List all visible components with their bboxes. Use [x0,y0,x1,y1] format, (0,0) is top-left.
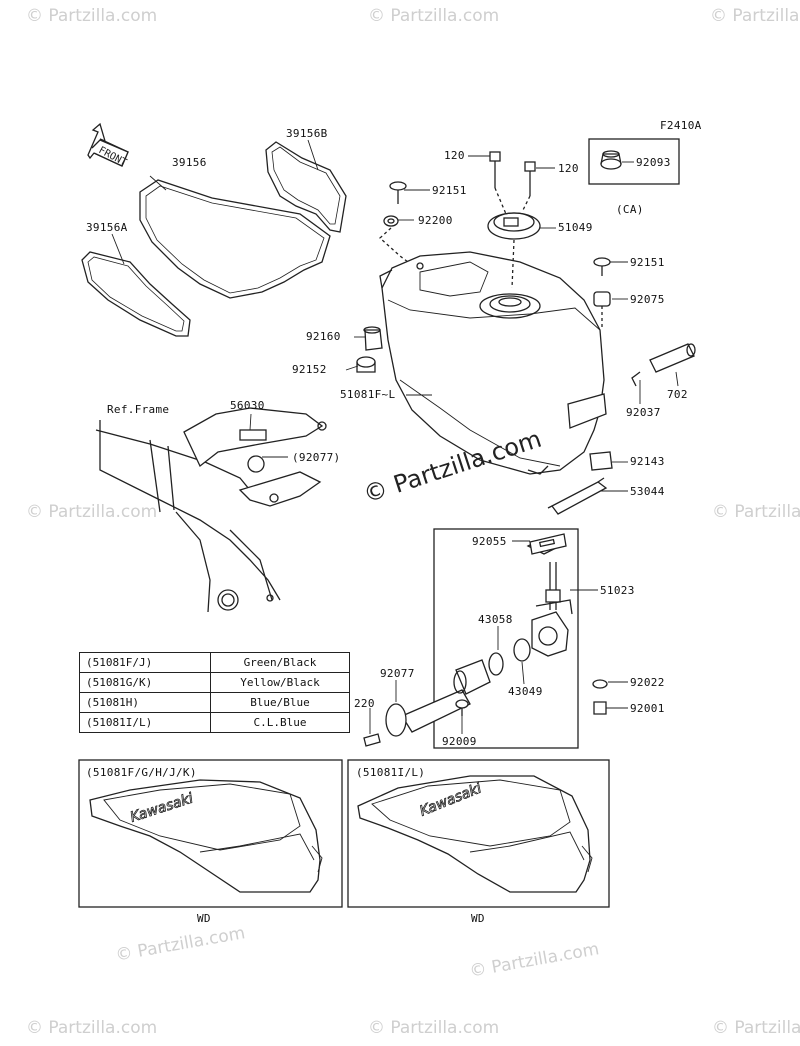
watermark-lower-left: © Partzilla.com [26,1018,158,1038]
part-92093: 92093 [636,156,671,169]
part-39156: 39156 [172,156,207,169]
watermark-top-center: © Partzilla.com [368,6,500,26]
panel-left-label: (51081F/G/H/J/K) [86,766,197,779]
petcock-box [433,528,579,749]
seal-pad-39156a-icon [81,251,191,337]
hose-702-icon [631,343,696,387]
seal-pad-39156b-icon [265,141,347,233]
filter-92077-icon [385,659,491,737]
screw-220-icon [363,733,381,747]
panel-right-caption: WD [471,912,485,925]
petcock-51023-icon [526,539,573,657]
part-92143: 92143 [630,455,665,468]
washer-92022-icon [592,679,608,689]
part-53044: 53044 [630,485,665,498]
gasket-43049-icon [513,638,531,662]
decal-tank-right-icon [357,775,593,893]
filler-cap-icon [487,212,541,289]
damper-92160-icon [363,326,383,351]
part-39156a: 39156A [86,221,128,234]
table-row: (51081G/K) Yellow/Black [79,672,350,693]
table-row: (51081F/J) Green/Black [79,652,350,673]
part-92022: 92022 [630,676,665,689]
part-39156b: 39156B [286,127,328,140]
table-row: (51081I/L) C.L.Blue [79,712,350,733]
part-92075: 92075 [630,293,665,306]
part-92152: 92152 [292,363,327,376]
part-43058: 43058 [478,613,513,626]
part-702: 702 [667,388,688,401]
frame-icon [95,407,327,613]
ref-frame-label: Ref.Frame [107,403,170,416]
panel-right-label: (51081I/L) [356,766,426,779]
leader-lines [111,139,679,734]
model-cell: (51081I/L) [79,712,211,733]
panel-right-frame [347,759,610,908]
grommet-92093-icon [600,150,622,170]
oring-43058-icon [488,652,504,676]
part-92151-upper: 92151 [432,184,467,197]
model-cell: (51081G/K) [79,672,211,693]
part-92077-ref: (92077) [292,451,341,464]
seal-92055-icon [529,533,567,555]
part-92001: 92001 [630,702,665,715]
part-51081: 51081F~L [340,388,396,401]
part-56030: 56030 [230,399,265,412]
part-92037: 92037 [626,406,661,419]
washer-92200-icon [379,215,409,263]
damper-92075-icon [593,291,611,330]
panel-left-frame [78,759,343,908]
part-92009: 92009 [442,735,477,748]
screw-92009-icon [455,699,469,716]
color-cell: Blue/Blue [210,692,350,713]
part-92151-right: 92151 [630,256,665,269]
screw-92001-icon [593,701,607,715]
watermark-top-left: © Partzilla.com [26,6,158,26]
color-cell: C.L.Blue [210,712,350,733]
part-92160: 92160 [306,330,341,343]
screw-92151b-icon [593,257,611,276]
ca-label: (CA) [616,203,644,216]
model-cell: (51081F/J) [79,652,211,673]
part-120-right: 120 [558,162,579,175]
watermark-mid-left: © Partzilla.com [26,502,158,522]
part-220: 220 [354,697,375,710]
decal-tank-left-icon [89,779,323,893]
diagram-code: F2410A [660,119,702,132]
color-cell: Yellow/Black [210,672,350,693]
model-cell: (51081H) [79,692,211,713]
fuel-tank-icon [379,251,607,475]
part-92077: 92077 [380,667,415,680]
watermark-mid-right: © Partzilla.com [712,502,800,522]
part-43049: 43049 [508,685,543,698]
part-120-left: 120 [444,149,465,162]
color-table: (51081F/J) Green/Black (51081G/K) Yellow… [79,652,350,733]
watermark-lower-center: © Partzilla.com [368,1018,500,1038]
front-arrow-icon [87,122,129,167]
part-51049: 51049 [558,221,593,234]
table-row: (51081H) Blue/Blue [79,692,350,713]
part-92200: 92200 [418,214,453,227]
watermark-top-right: © Partzilla.com [710,6,800,26]
damper-92143-icon [589,451,613,471]
panel-left-caption: WD [197,912,211,925]
part-92055: 92055 [472,535,507,548]
damper-92152-icon [356,356,376,373]
screw-92151-icon [389,181,407,204]
band-53044-icon [547,477,608,515]
color-cell: Green/Black [210,652,350,673]
watermark-lower-right: © Partzilla.com [712,1018,800,1038]
ca-part-box [588,138,680,185]
bolt-120-icon [489,151,536,215]
part-51023: 51023 [600,584,635,597]
seal-pad-39156-icon [139,179,331,299]
decal-brand-left: Kawasaki [128,790,195,825]
